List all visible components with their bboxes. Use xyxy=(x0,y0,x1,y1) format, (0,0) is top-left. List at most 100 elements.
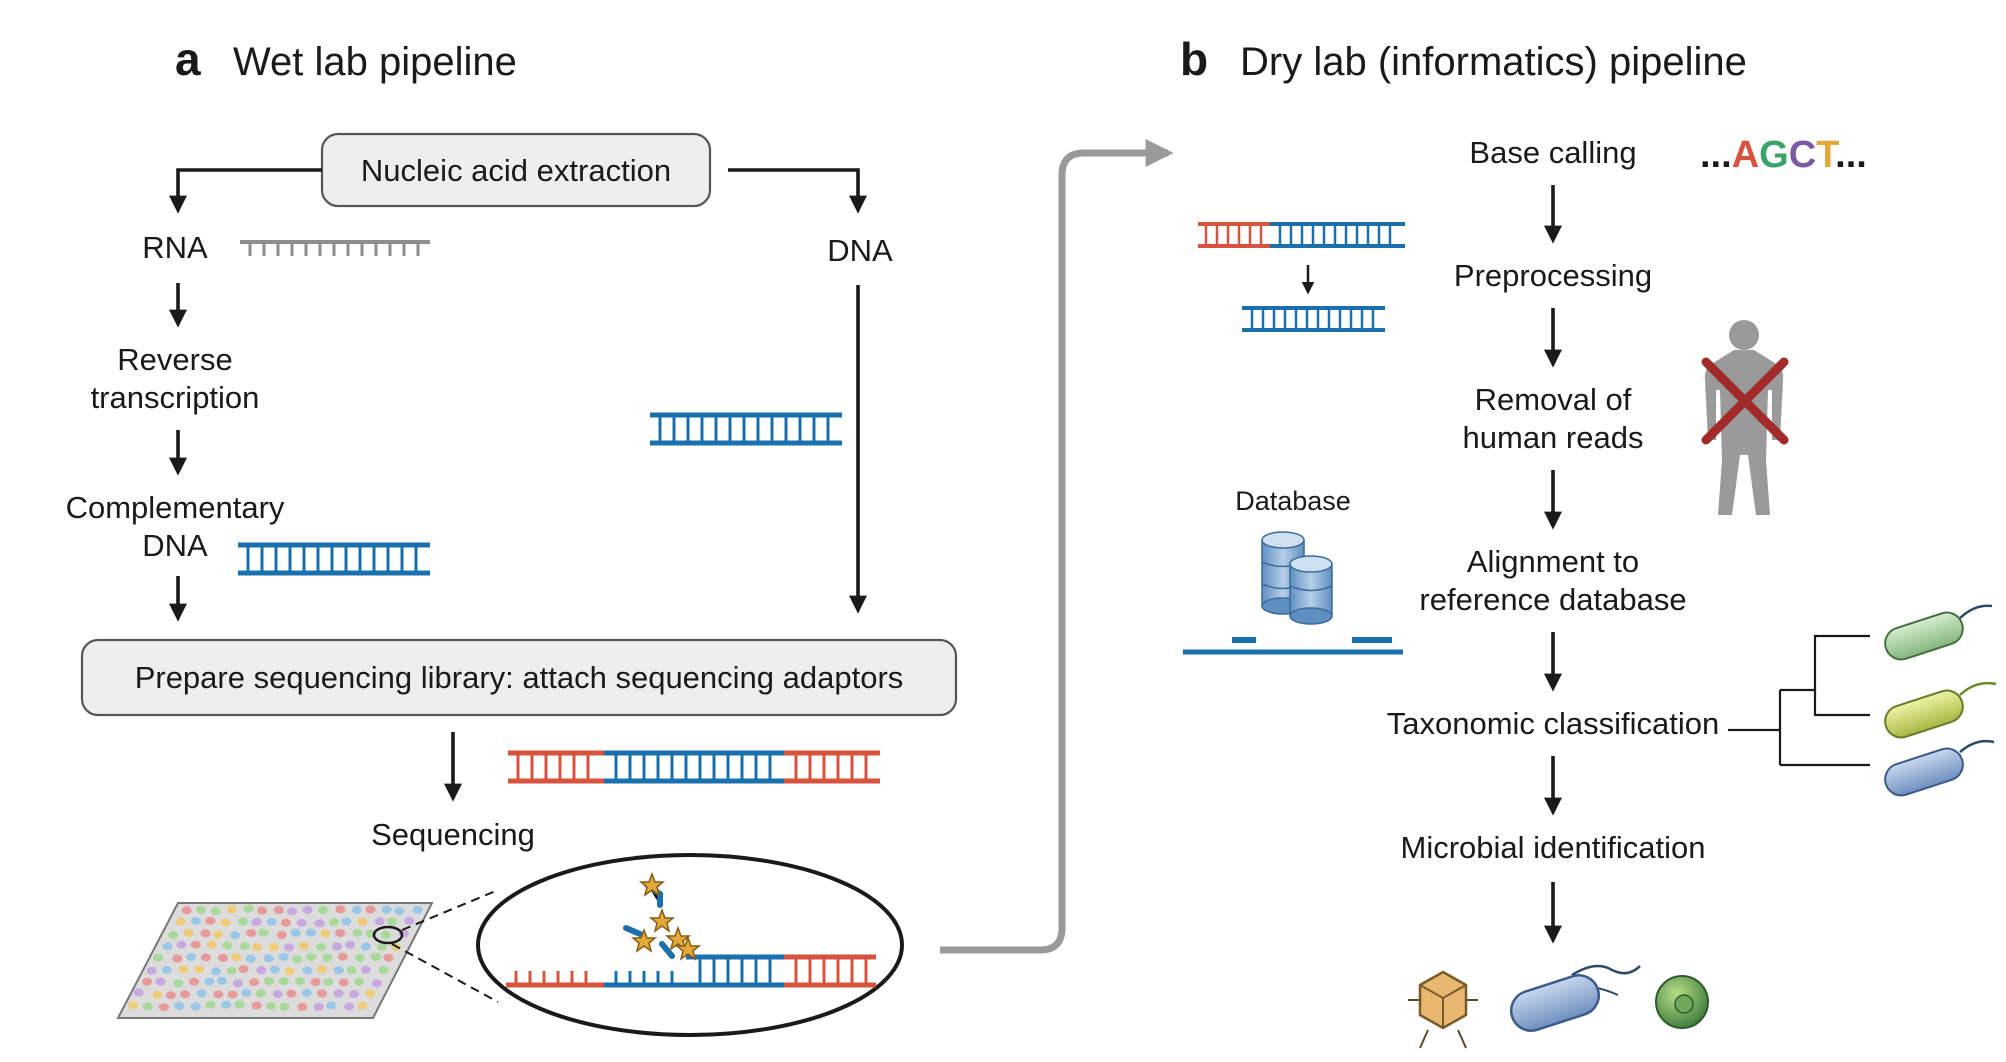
flow-cell-spot xyxy=(313,1002,324,1011)
flow-cell-spot xyxy=(238,965,249,974)
flow-cell-spot xyxy=(381,905,392,914)
flow-cell-spot xyxy=(239,942,250,951)
flow-cell-spot xyxy=(217,976,228,985)
flow-cell-spot xyxy=(299,942,309,950)
step-preprocessing: Preprocessing xyxy=(1454,258,1652,293)
panel-a-letter: a xyxy=(175,33,201,85)
flow-cell-spot xyxy=(302,966,313,975)
flow-cell-spot xyxy=(376,942,387,951)
flow-cell-spot xyxy=(234,1000,245,1009)
flow-cell-spot xyxy=(314,919,325,928)
flow-cell-spot xyxy=(258,928,269,937)
flow-cell-spot xyxy=(178,965,189,974)
flow-cell-spot xyxy=(251,917,262,926)
flow-cell-spot xyxy=(220,918,231,927)
database-label: Database xyxy=(1235,486,1351,516)
base-sequence-text: ...AGCT... xyxy=(1700,134,1867,176)
flow-cell-spot xyxy=(172,954,183,963)
flow-cell-spot xyxy=(269,965,280,974)
step-alignment-line1: Alignment to xyxy=(1467,544,1639,579)
flow-cell-spot xyxy=(383,953,394,962)
flow-cell-spot xyxy=(341,917,352,926)
arrow-to-dna xyxy=(728,168,867,214)
zoom-line-top xyxy=(401,889,499,931)
flow-cell-spot xyxy=(357,1001,368,1010)
flow-cell-spot xyxy=(194,965,205,974)
flow-cell-spot xyxy=(165,991,176,1000)
sequencing-label: Sequencing xyxy=(371,817,535,852)
step-base-calling: Base calling xyxy=(1469,135,1636,170)
flow-cell-spot xyxy=(190,916,201,925)
library-label: Prepare sequencing library: attach seque… xyxy=(135,660,904,695)
flow-cell-spot xyxy=(297,1002,308,1011)
cdna-line2: DNA xyxy=(142,528,208,563)
flow-cell-spot xyxy=(231,953,242,962)
flow-cell-spot xyxy=(142,977,153,986)
flow-cell-spot xyxy=(333,989,344,998)
flow-cell-spot xyxy=(287,907,297,916)
flow-cell-spot xyxy=(221,1000,232,1009)
flow-cell-spot xyxy=(286,989,297,998)
flow-cell-spot xyxy=(335,929,346,937)
flow-cell-spot xyxy=(168,931,179,940)
flow-cell-spot xyxy=(153,953,164,962)
library-box xyxy=(80,638,958,717)
human-silhouette-icon xyxy=(1704,320,1784,515)
flow-cell-spot xyxy=(226,966,237,975)
flow-cell-spot xyxy=(257,906,268,915)
flow-cell-spot xyxy=(249,978,260,987)
flow-cell-spot xyxy=(189,977,199,986)
flow-cell-spot xyxy=(281,918,291,927)
reverse-transcription-line2: transcription xyxy=(91,380,260,415)
flow-cell-spot xyxy=(352,928,363,937)
reference-alignment-icon xyxy=(1183,637,1403,655)
flow-cell-spot xyxy=(146,966,157,975)
zoom-line-bottom xyxy=(391,943,499,1003)
dna-strand-icon xyxy=(650,412,842,446)
flow-cell-spot xyxy=(238,917,248,926)
flow-cell-spot xyxy=(404,916,415,925)
panel-a-title: Wet lab pipeline xyxy=(233,40,517,84)
flow-cell-spot xyxy=(387,917,398,926)
cdna-strand-icon xyxy=(238,542,430,576)
flow-cell-spot xyxy=(371,979,382,988)
flow-cell-spot xyxy=(205,916,216,925)
arrow-to-rna xyxy=(169,168,322,214)
flow-cell-spot xyxy=(292,955,303,964)
flow-cell-spot xyxy=(162,942,173,951)
virus-icon xyxy=(1408,970,1478,1049)
flow-cell-spot xyxy=(142,1002,153,1011)
flow-cell-spot xyxy=(296,918,307,927)
flow-cell-spot xyxy=(302,905,313,914)
flow-cell-spot xyxy=(174,1001,185,1010)
flow-cell-spot xyxy=(190,940,201,949)
flow-cell-spot xyxy=(155,977,166,986)
flow-cell-spot xyxy=(345,940,355,949)
base-t: T xyxy=(1816,134,1839,176)
flow-cell-spot xyxy=(306,953,317,961)
cross-icon xyxy=(1701,357,1789,445)
flow-cell-spot xyxy=(152,991,163,999)
flow-cell-spot xyxy=(232,979,243,988)
flow-cell-spot xyxy=(211,967,222,976)
flow-cell-spot xyxy=(210,907,221,916)
flow-cell-spot xyxy=(378,966,389,975)
flow-cell-spot xyxy=(133,988,144,997)
flow-cell-spot xyxy=(320,929,331,938)
flow-cell-spot xyxy=(326,1001,337,1010)
flow-cell-spot xyxy=(283,943,294,952)
phylogenetic-tree-icon xyxy=(1728,634,1870,767)
flow-cell-spot xyxy=(317,964,327,973)
bacterium-yellow-icon xyxy=(1884,681,1997,739)
flow-cell-spot xyxy=(354,977,365,986)
library-strand-icon xyxy=(508,750,880,784)
flow-cell-spot xyxy=(180,990,191,999)
rna-strand-icon xyxy=(240,240,430,256)
flow-cell-spot xyxy=(322,953,333,962)
flow-cell-spot xyxy=(256,966,267,975)
flow-cell-spot xyxy=(263,954,274,963)
flow-cell-spot xyxy=(181,906,192,915)
flow-cell-spot xyxy=(273,906,284,914)
step-taxonomic: Taxonomic classification xyxy=(1387,706,1720,741)
